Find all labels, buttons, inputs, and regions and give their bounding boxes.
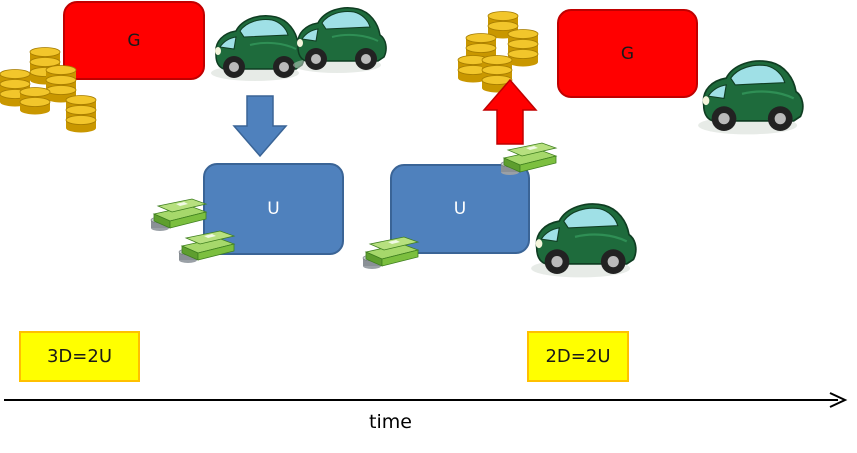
equation-label-left: 3D=2U: [19, 331, 140, 382]
equation-left-text: 3D=2U: [46, 346, 113, 367]
down-arrow-icon: [232, 95, 288, 158]
cash-stack-right-bottom-icon: [362, 236, 419, 270]
g-box-right: G: [557, 9, 698, 98]
g-box-left-label: G: [127, 30, 141, 51]
car-right-top-icon: [697, 59, 804, 136]
coin-stack-left-icon: [0, 47, 97, 133]
equation-label-right: 2D=2U: [527, 331, 629, 382]
u-box-left-label: U: [267, 199, 280, 219]
car-right-bottom-icon: [530, 202, 637, 279]
g-box-right-label: G: [620, 43, 635, 64]
u-box-right-label: U: [453, 199, 467, 219]
time-axis-arrow: [4, 392, 848, 408]
car-left-2-icon: [292, 6, 388, 75]
equation-right-text: 2D=2U: [545, 346, 611, 367]
u-box-right: U: [390, 164, 530, 254]
time-axis-label: time: [369, 411, 412, 433]
g-box-left: G: [63, 1, 205, 80]
cash-stack-left-icon: [150, 198, 235, 264]
u-box-left: U: [203, 163, 344, 255]
cash-stack-right-top-icon: [500, 142, 557, 176]
up-arrow-icon: [482, 78, 538, 145]
